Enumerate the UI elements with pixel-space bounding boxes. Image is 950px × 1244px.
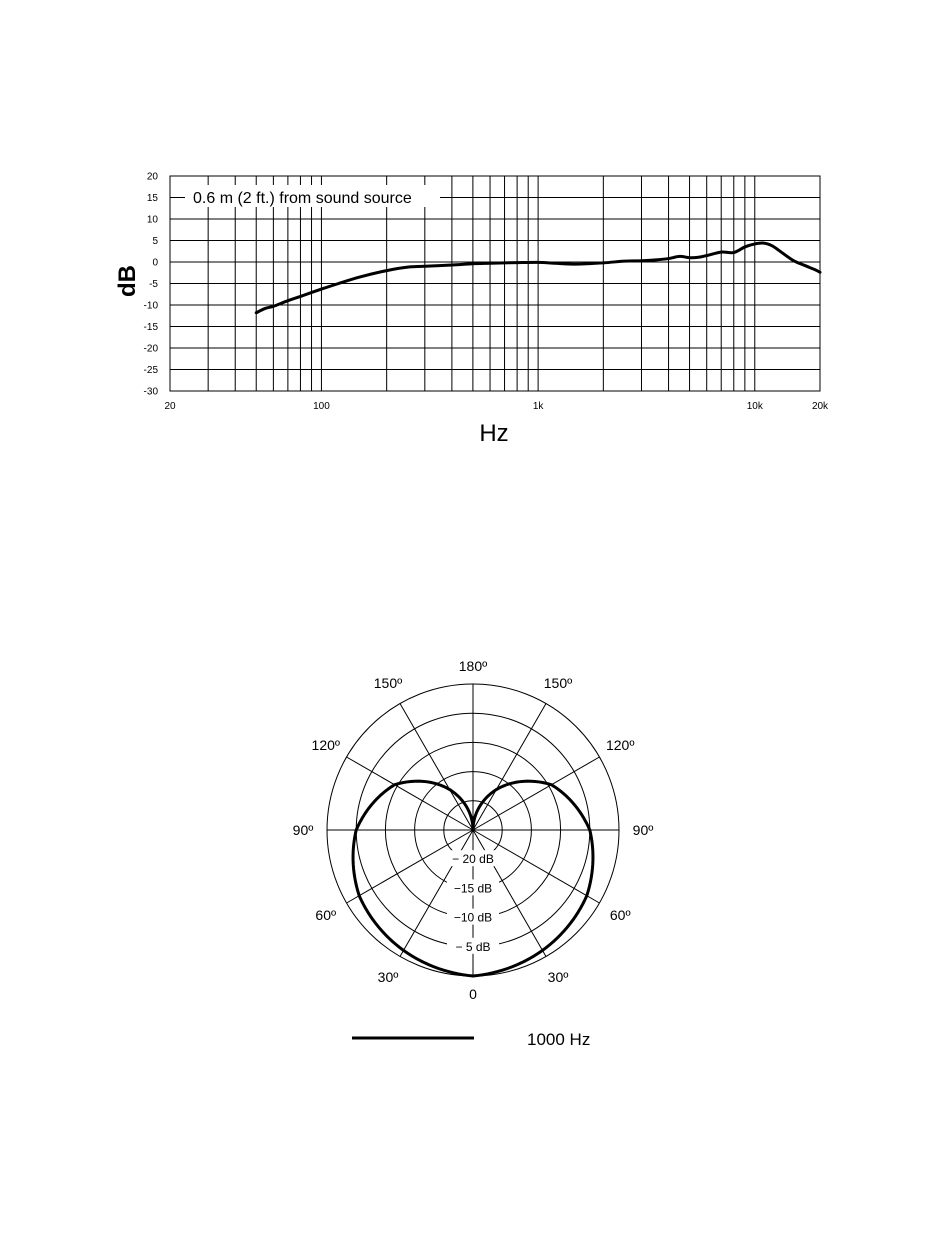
- angle-label: 60º: [610, 907, 631, 923]
- ring-label: − 5 dB: [455, 940, 490, 954]
- angle-label: 90º: [633, 822, 654, 838]
- ring-label: −10 dB: [454, 911, 492, 925]
- angle-label: 180º: [459, 658, 487, 674]
- angle-label: 0: [469, 986, 477, 1002]
- grid-spoke: [473, 704, 546, 830]
- legend-label: 1000 Hz: [527, 1030, 590, 1049]
- angle-label: 120º: [312, 737, 340, 753]
- ring-label: − 20 dB: [452, 852, 494, 866]
- angle-label: 120º: [606, 737, 634, 753]
- angle-label: 30º: [548, 969, 569, 985]
- angle-label: 90º: [293, 822, 314, 838]
- angle-label: 30º: [378, 969, 399, 985]
- angle-label: 150º: [374, 675, 402, 691]
- grid-spoke: [400, 704, 473, 830]
- angle-label: 60º: [315, 907, 336, 923]
- angle-label: 150º: [544, 675, 572, 691]
- ring-label: −15 dB: [454, 881, 492, 895]
